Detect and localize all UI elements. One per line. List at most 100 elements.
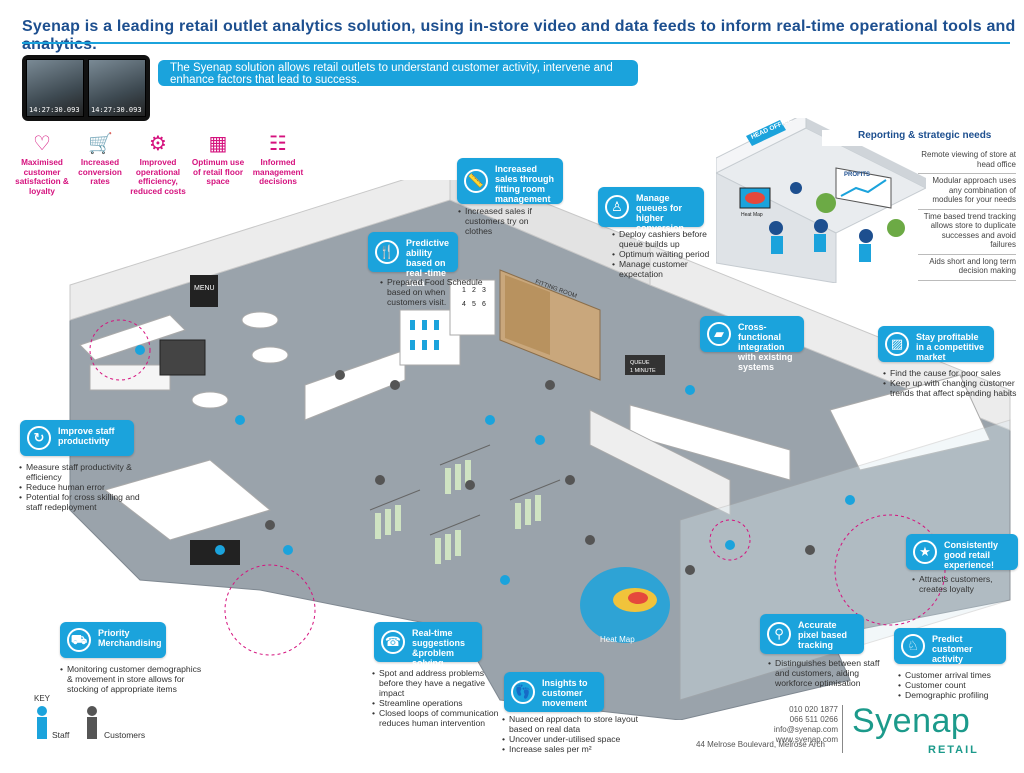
- bullet: Increase sales per m²: [502, 744, 652, 754]
- org-chart-icon: ☷: [269, 133, 287, 155]
- floor-plan-icon: ▦: [208, 133, 228, 155]
- headline: Syenap is a leading retail outlet analyt…: [22, 18, 1016, 53]
- heatmap-label: Heat Map: [600, 635, 635, 644]
- bullet: Closed loops of communication reduces hu…: [372, 708, 502, 728]
- bullet: Find the cause for poor sales: [883, 368, 1018, 378]
- card-predictive: 🍴 Predictive ability based on real -time…: [368, 232, 458, 288]
- bullet: Attracts customers, creates loyalty: [912, 574, 1012, 594]
- star-icon: ★: [913, 540, 937, 564]
- phone-2: 066 511 0266: [789, 715, 838, 724]
- bullet: Measure staff productivity & efficiency: [19, 462, 149, 482]
- card-title: Predict customer activity: [932, 634, 973, 664]
- card-insights-movement: 👣 Insights to customer movement: [504, 672, 604, 712]
- bullet: Streamline operations: [372, 698, 502, 708]
- benefit-conversion: 🛒 Increased conversion rates: [70, 132, 130, 187]
- bullet: Demographic profiling: [898, 690, 1008, 700]
- bullet: Distinguishes between staff and customer…: [768, 658, 883, 688]
- card-manage-queues: ♙ Manage queues for higher conversion ra…: [598, 187, 704, 243]
- bullet: Monitoring customer demographics & movem…: [60, 664, 205, 694]
- reporting-item: Remote viewing of store at head office: [918, 148, 1016, 174]
- card-stay-profitable: ▨ Stay profitable in a competitive marke…: [878, 326, 994, 362]
- phone-1: 010 020 1877: [789, 705, 838, 714]
- bullet: Deploy cashiers before queue builds up: [612, 229, 722, 249]
- hq-heatmap-label: Heat Map: [741, 212, 763, 218]
- card-title: Cross-functional integration with existi…: [738, 322, 793, 372]
- head-office-illustration: HEAD OFFICE Heat Map PROFITS: [716, 118, 926, 283]
- queue-sign: QUEUE: [630, 360, 650, 366]
- card-title: Priority Merchandising: [98, 628, 162, 648]
- card-title: Stay profitable in a competitive market: [916, 332, 985, 362]
- benefits-row: ♡ Maximised customer satisfaction & loya…: [12, 132, 303, 196]
- card-realtime-suggestions: ☎ Real-time suggestions &problem solving: [374, 622, 482, 668]
- card-title: Insights to customer movement: [542, 678, 588, 708]
- benefit-decisions: ☷ Informed management decisions: [248, 132, 308, 187]
- people: [135, 345, 855, 585]
- card-stay-profitable-bullets: Find the cause for poor sales Keep up wi…: [883, 368, 1018, 398]
- benefit-satisfaction: ♡ Maximised customer satisfaction & loya…: [12, 132, 72, 196]
- card-title: Improve staff productivity: [58, 426, 115, 446]
- key-customers-label: Customers: [104, 730, 146, 740]
- bullet: Increased sales if customers try on clot…: [458, 206, 558, 236]
- store-floor-illustration: MENU 1 2 3 4 5 6 FITTING ROOM QUEUE 1 MI…: [69, 180, 1011, 720]
- people-arrow-icon: ♘: [901, 634, 925, 658]
- bullet: Manage customer expectation: [612, 259, 722, 279]
- card-priority-merchandising: ⛟ Priority Merchandising: [60, 622, 166, 658]
- bullet: Reduce human error: [19, 482, 149, 492]
- bullet: Spot and address problems before they ha…: [372, 668, 502, 698]
- bullet: Optimum waiting period: [612, 249, 722, 259]
- magnifier-person-icon: ⚲: [767, 622, 791, 646]
- logo-divider: [842, 705, 843, 753]
- bar-chart-icon: ▨: [885, 332, 909, 356]
- card-retail-experience-bullets: Attracts customers, creates loyalty: [912, 574, 1012, 594]
- bullet: Potential for cross skilling and staff r…: [19, 492, 149, 512]
- hq-profits-label: PROFITS: [844, 172, 870, 178]
- card-predict-customer: ♘ Predict customer activity: [894, 628, 1006, 664]
- card-staff-productivity: ↻ Improve staff productivity: [20, 420, 134, 456]
- card-staff-productivity-bullets: Measure staff productivity & efficiency …: [19, 462, 149, 512]
- reporting-panel: Reporting & strategic needs Remote viewi…: [822, 130, 1016, 282]
- card-cross-functional: ▰ Cross-functional integration with exis…: [700, 316, 804, 372]
- phone-chat-icon: ☎: [381, 630, 405, 654]
- cctv-screen-right: 14:27:30.093: [88, 59, 146, 117]
- refresh-people-icon: ↻: [27, 426, 51, 450]
- card-realtime-suggestions-bullets: Spot and address problems before they ha…: [372, 668, 502, 728]
- cctv-timestamp: 14:27:30.093: [91, 106, 142, 114]
- card-insights-movement-bullets: Nuanced approach to store layout based o…: [502, 714, 652, 754]
- reporting-list: Remote viewing of store at head office M…: [918, 148, 1016, 281]
- gears-icon: ⚙: [149, 133, 167, 155]
- reporting-item: Modular approach uses any combination of…: [918, 174, 1016, 210]
- contact-block: 010 020 1877 066 511 0266 info@syenap.co…: [748, 705, 838, 745]
- queue-sign-time: 1 MINUTE: [630, 368, 656, 374]
- people-queue-icon: ♙: [605, 195, 629, 219]
- cctv-timestamp: 14:27:30.093: [29, 106, 80, 114]
- reporting-item: Time based trend tracking allows store t…: [918, 210, 1016, 255]
- card-predict-customer-bullets: Customer arrival times Customer count De…: [898, 670, 1008, 700]
- benefit-label: Optimum use of retail floor space: [191, 158, 245, 186]
- website[interactable]: www.syenap.com: [775, 735, 838, 744]
- cctv-thumbnail: 14:27:30.093 14:27:30.093: [22, 55, 150, 121]
- benefit-label: Maximised customer satisfaction & loyalt…: [15, 158, 69, 196]
- footprints-icon: 👣: [511, 680, 535, 704]
- people-heart-icon: ♡: [33, 133, 51, 155]
- card-retail-experience: ★ Consistently good retail experience!: [906, 534, 1018, 570]
- cutlery-icon: 🍴: [375, 240, 399, 264]
- puzzle-icon: ▰: [707, 322, 731, 346]
- key-title: KEY: [34, 694, 51, 703]
- key-staff-label: Staff: [52, 730, 70, 740]
- reporting-item: Aids short and long term decision making: [918, 255, 1016, 281]
- benefit-floor-space: ▦ Optimum use of retail floor space: [188, 132, 248, 187]
- benefit-efficiency: ⚙ Improved operational efficiency, reduc…: [128, 132, 188, 196]
- card-title: Increased sales through fitting room man…: [495, 164, 555, 204]
- cctv-screen-left: 14:27:30.093: [26, 59, 84, 117]
- benefit-label: Increased conversion rates: [78, 158, 122, 186]
- email[interactable]: info@syenap.com: [773, 725, 838, 734]
- bullet: Uncover under-utilised space: [502, 734, 652, 744]
- intro-banner: The Syenap solution allows retail outlet…: [158, 60, 638, 86]
- address: 44 Melrose Boulevard, Melrose Arch: [696, 740, 825, 749]
- bullet: Prepared Food Schedule based on when cus…: [380, 277, 485, 307]
- card-title: Accurate pixel based tracking: [798, 620, 848, 650]
- card-predictive-bullets: Prepared Food Schedule based on when cus…: [380, 277, 485, 307]
- card-manage-queues-bullets: Deploy cashiers before queue builds up O…: [612, 229, 722, 279]
- reporting-title: Reporting & strategic needs: [822, 130, 1016, 146]
- card-fitting-room: 📏 Increased sales through fitting room m…: [457, 158, 563, 204]
